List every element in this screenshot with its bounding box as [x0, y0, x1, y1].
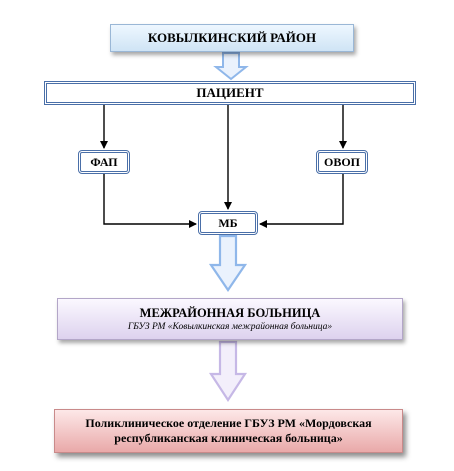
- fap-box: ФАП: [78, 150, 130, 174]
- district-label: КОВЫЛКИНСКИЙ РАЙОН: [147, 30, 317, 45]
- block-arrow-district-to-patient: [213, 52, 249, 81]
- fap-label: ФАП: [90, 154, 118, 169]
- mb-box: МБ: [198, 211, 258, 235]
- interdistrict-subtitle: ГБУЗ РМ «Ковылкинская межрайонная больни…: [127, 322, 333, 332]
- patient-box: ПАЦИЕНТ: [44, 81, 416, 105]
- district-box: КОВЫЛКИНСКИЙ РАЙОН: [110, 24, 354, 52]
- interdistrict-title: МЕЖРАЙОННАЯ БОЛЬНИЦА: [139, 306, 321, 320]
- ovop-label: ОВОП: [323, 154, 360, 169]
- arrow-ovop-to-mb: [259, 174, 344, 228]
- block-arrow-mb-to-interdistrict: [208, 234, 248, 292]
- ovop-box: ОВОП: [316, 150, 368, 174]
- interdistrict-hospital-box: МЕЖРАЙОННАЯ БОЛЬНИЦА ГБУЗ РМ «Ковылкинск…: [57, 298, 403, 340]
- mb-label: МБ: [218, 215, 238, 230]
- arrow-fap-to-mb: [103, 174, 197, 228]
- polyclinic-box: Поликлиническое отделение ГБУЗ РМ «Мордо…: [54, 409, 403, 453]
- block-arrow-interdistrict-to-polyclinic: [208, 340, 248, 403]
- polyclinic-label: Поликлиническое отделение ГБУЗ РМ «Мордо…: [85, 416, 372, 445]
- patient-label: ПАЦИЕНТ: [196, 85, 264, 100]
